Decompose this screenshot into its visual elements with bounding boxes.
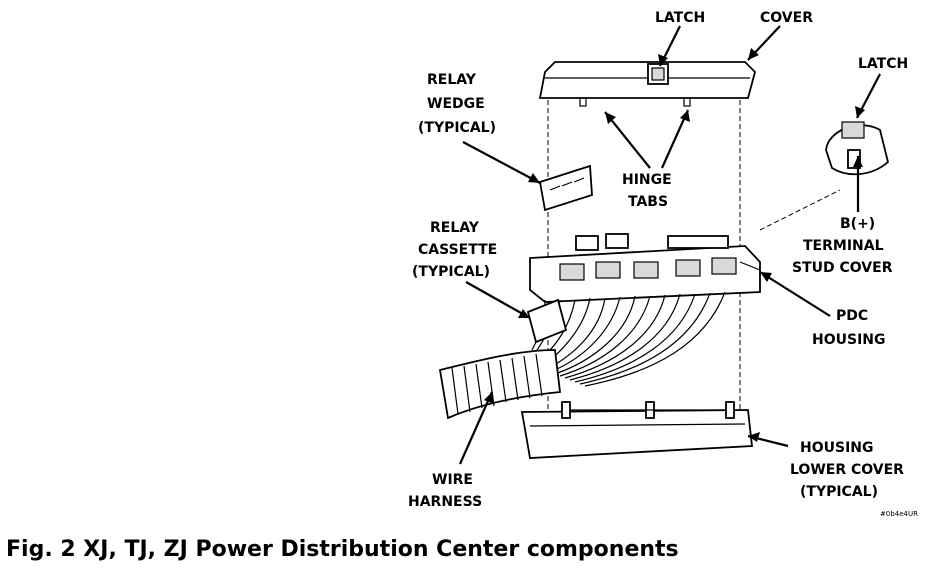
label-relay-wedge-3: (TYPICAL) (418, 120, 496, 136)
label-hinge-tabs-1: HINGE (622, 172, 672, 188)
reference-code: #0b4e4UR (880, 510, 918, 518)
label-b-terminal-1: B(+) (840, 216, 875, 232)
label-lower-cover-2: LOWER COVER (790, 462, 904, 478)
housing-lower-cover (520, 401, 753, 459)
label-latch-top: LATCH (655, 10, 705, 26)
relay-wedge (538, 164, 593, 212)
label-pdc-housing-1: PDC (836, 308, 868, 324)
label-pdc-housing-2: HOUSING (812, 332, 886, 348)
pdc-cover (538, 61, 757, 107)
label-b-terminal-3: STUD COVER (792, 260, 893, 276)
label-cover: COVER (760, 10, 813, 26)
relay-cassette (526, 298, 568, 344)
b-plus-stud-cover (825, 121, 890, 176)
label-relay-cassette-3: (TYPICAL) (412, 264, 490, 280)
label-b-terminal-2: TERMINAL (803, 238, 884, 254)
label-hinge-tabs-2: TABS (628, 194, 668, 210)
label-relay-cassette-1: RELAY (430, 220, 480, 236)
callout-arrows (458, 25, 881, 465)
label-relay-wedge-1: RELAY (427, 72, 477, 88)
pdc-housing (529, 233, 761, 303)
label-relay-wedge-2: WEDGE (427, 96, 485, 112)
figure-caption: Fig. 2 XJ, TJ, ZJ Power Distribution Cen… (6, 537, 679, 562)
label-wire-harness-2: HARNESS (408, 494, 482, 510)
wire-harness (438, 349, 562, 420)
label-latch-right: LATCH (858, 56, 908, 72)
label-lower-cover-1: HOUSING (800, 440, 874, 456)
label-relay-cassette-2: CASSETTE (418, 242, 497, 258)
label-lower-cover-3: (TYPICAL) (800, 484, 878, 500)
label-wire-harness-1: WIRE (432, 472, 473, 488)
